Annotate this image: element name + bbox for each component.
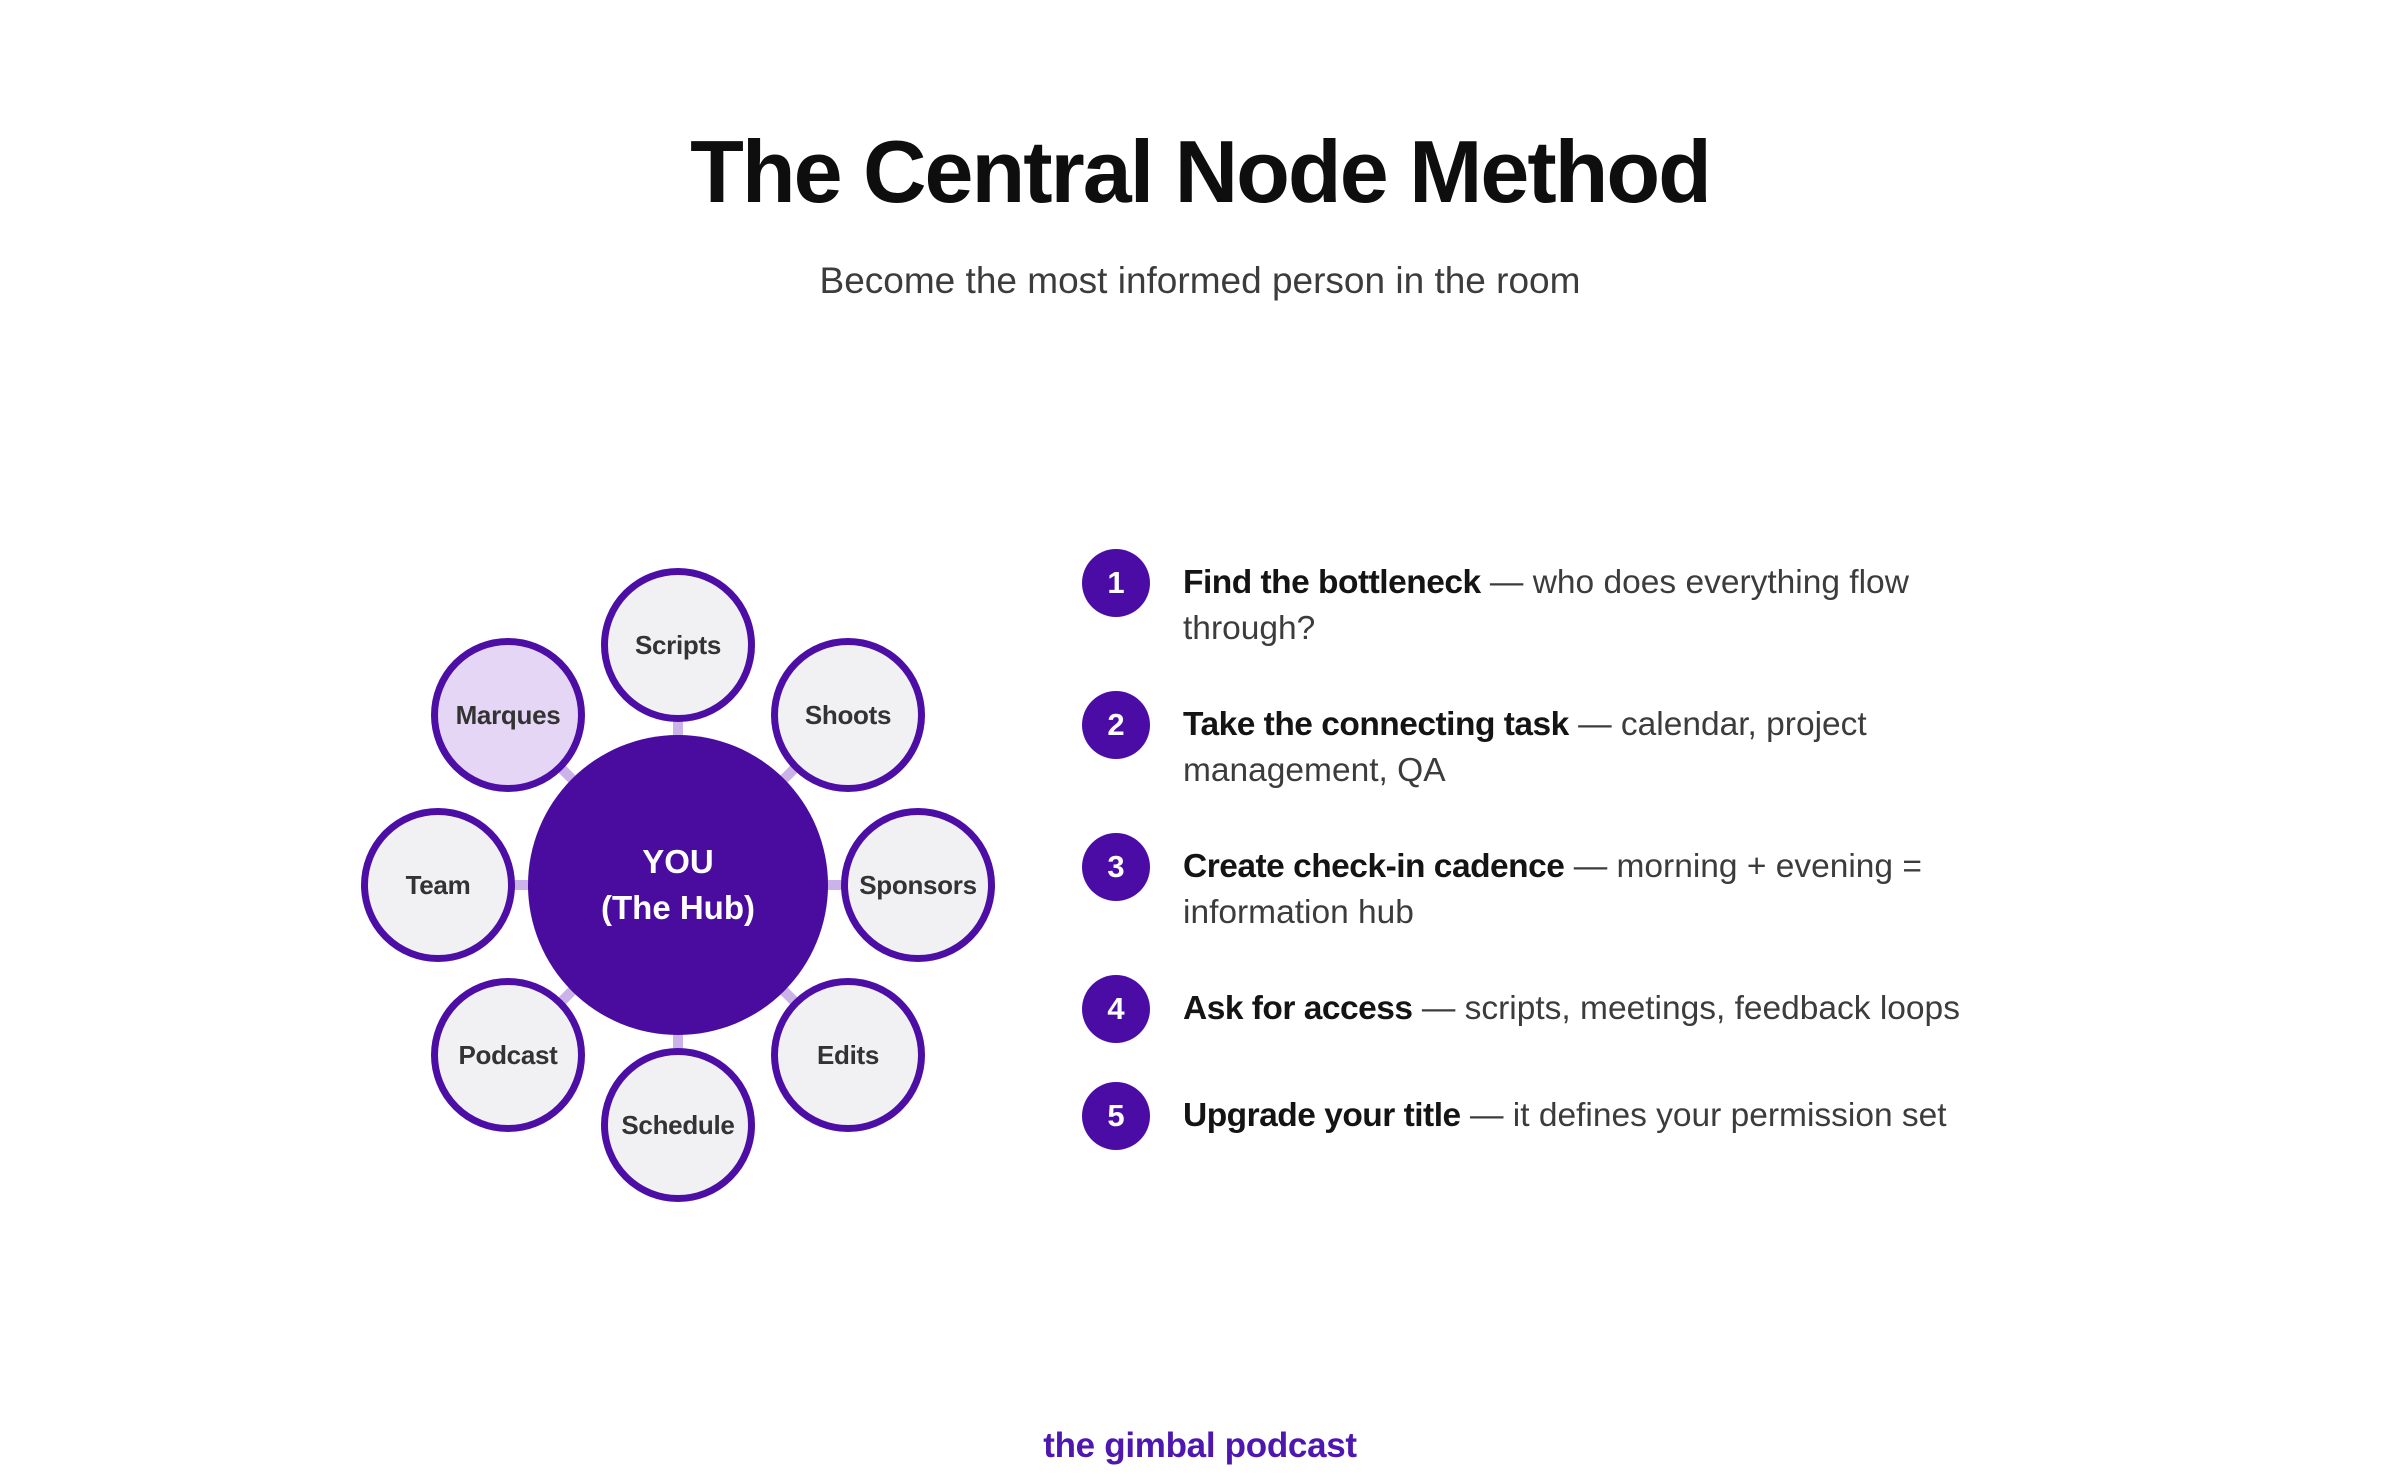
hub-diagram: YOU (The Hub) Scripts Shoots Sponsors Ed… bbox=[338, 545, 1018, 1225]
step-number-badge: 5 bbox=[1082, 1082, 1150, 1150]
step-number-badge: 2 bbox=[1082, 691, 1150, 759]
footer-brand: the gimbal podcast bbox=[1043, 1426, 1357, 1465]
satellite-node: Team bbox=[361, 808, 515, 962]
satellite-label: Shoots bbox=[804, 699, 892, 730]
step-text: Create check-in cadence — morning + even… bbox=[1183, 844, 2008, 936]
satellite-node: Edits bbox=[771, 978, 925, 1132]
hub-node: YOU (The Hub) bbox=[528, 735, 828, 1035]
step-item: 3 Create check-in cadence — morning + ev… bbox=[1082, 833, 2082, 936]
step-bold-text: Find the bottleneck bbox=[1183, 564, 1481, 601]
page-title: The Central Node Method bbox=[690, 122, 1712, 221]
satellite-node: Schedule bbox=[601, 1048, 755, 1202]
satellite-label: Sponsors bbox=[859, 869, 977, 900]
step-item: 4 Ask for access — scripts, meetings, fe… bbox=[1082, 975, 2082, 1043]
satellite-node: Scripts bbox=[601, 568, 755, 722]
satellite-node: Sponsors bbox=[841, 808, 995, 962]
satellite-node: Shoots bbox=[771, 638, 925, 792]
hub-label-line2: (The Hub) bbox=[601, 889, 755, 926]
step-bold-text: Upgrade your title bbox=[1183, 1097, 1461, 1134]
step-text: Find the bottleneck — who does everythin… bbox=[1183, 560, 2008, 652]
satellite-node: Marques bbox=[431, 638, 585, 792]
satellite-label: Podcast bbox=[458, 1039, 558, 1070]
steps-list: 1 Find the bottleneck — who does everyth… bbox=[1082, 548, 2082, 1150]
satellite-label: Edits bbox=[816, 1039, 880, 1070]
step-number-badge: 4 bbox=[1082, 975, 1150, 1043]
satellite-label: Schedule bbox=[621, 1109, 735, 1140]
step-number-badge: 1 bbox=[1082, 549, 1150, 617]
step-bold-text: Take the connecting task bbox=[1183, 706, 1569, 743]
step-number-badge: 3 bbox=[1082, 833, 1150, 901]
step-detail-text: — it defines your permission set bbox=[1469, 1097, 1947, 1134]
hub-label-line1: YOU bbox=[642, 843, 714, 881]
step-text: Ask for access — scripts, meetings, feed… bbox=[1183, 986, 1960, 1032]
page-subtitle: Become the most informed person in the r… bbox=[819, 260, 1581, 302]
satellite-label: Scripts bbox=[634, 629, 722, 660]
step-detail-text: — who does everything flow through? bbox=[1183, 564, 1909, 647]
step-bold-text: Ask for access bbox=[1183, 990, 1413, 1027]
step-text: Take the connecting task — calendar, pro… bbox=[1183, 702, 2008, 794]
header: The Central Node Method Become the most … bbox=[0, 0, 2400, 302]
step-item: 2 Take the connecting task — calendar, p… bbox=[1082, 691, 2082, 794]
step-detail-text: — morning + evening = information hub bbox=[1183, 848, 1922, 931]
step-detail-text: — calendar, project management, QA bbox=[1183, 706, 1867, 789]
satellite-label: Team bbox=[405, 869, 471, 900]
step-bold-text: Create check-in cadence bbox=[1183, 848, 1565, 885]
satellite-node: Podcast bbox=[431, 978, 585, 1132]
step-item: 5 Upgrade your title — it defines your p… bbox=[1082, 1082, 2082, 1150]
satellite-label: Marques bbox=[455, 699, 561, 730]
step-detail-text: — scripts, meetings, feedback loops bbox=[1421, 990, 1960, 1027]
step-item: 1 Find the bottleneck — who does everyth… bbox=[1082, 549, 2082, 652]
step-text: Upgrade your title — it defines your per… bbox=[1183, 1093, 1947, 1139]
